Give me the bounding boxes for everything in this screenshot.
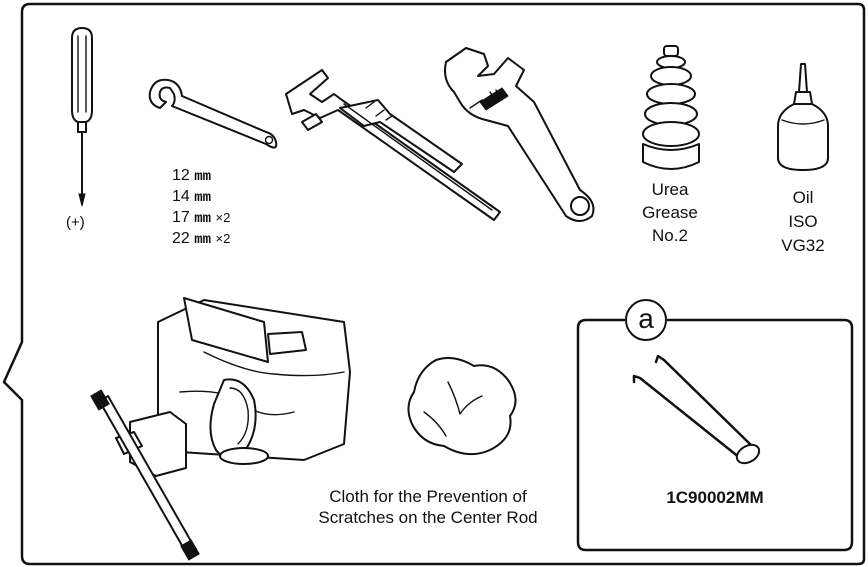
- wrench-size-list: 12 mm 14 mm 17 mm ×2 22 mm ×2: [172, 166, 312, 244]
- special-tool-part-number: 1C90002MM: [666, 488, 764, 507]
- oil-bottle-icon: [777, 63, 829, 171]
- grease-tube-icon: [642, 45, 700, 170]
- wrench-size-row: 17 mm ×2: [172, 209, 231, 227]
- vernier-caliper-icon: [285, 69, 501, 221]
- special-tool-marker: a: [638, 303, 654, 334]
- wrench-size-row: 22 mm ×2: [172, 230, 231, 244]
- oil-label: Oil ISO VG32: [781, 188, 825, 255]
- adjustable-wrench-icon: [444, 47, 595, 222]
- wrench-size-row: 14 mm: [172, 188, 212, 206]
- special-tool-rod-icon: [632, 354, 761, 465]
- cloth-label: Cloth for the Prevention of Scratches on…: [318, 487, 538, 527]
- phillips-screwdriver-icon: [71, 27, 93, 207]
- cloth-icon: [407, 357, 517, 456]
- open-end-wrench-icon: [148, 78, 278, 149]
- special-tool-box: [576, 299, 854, 552]
- screwdriver-label: (+): [66, 214, 85, 231]
- bench-vise-icon: [90, 297, 351, 561]
- wrench-size-row: 12 mm: [172, 167, 212, 185]
- grease-label: Urea Grease No.2: [642, 180, 698, 245]
